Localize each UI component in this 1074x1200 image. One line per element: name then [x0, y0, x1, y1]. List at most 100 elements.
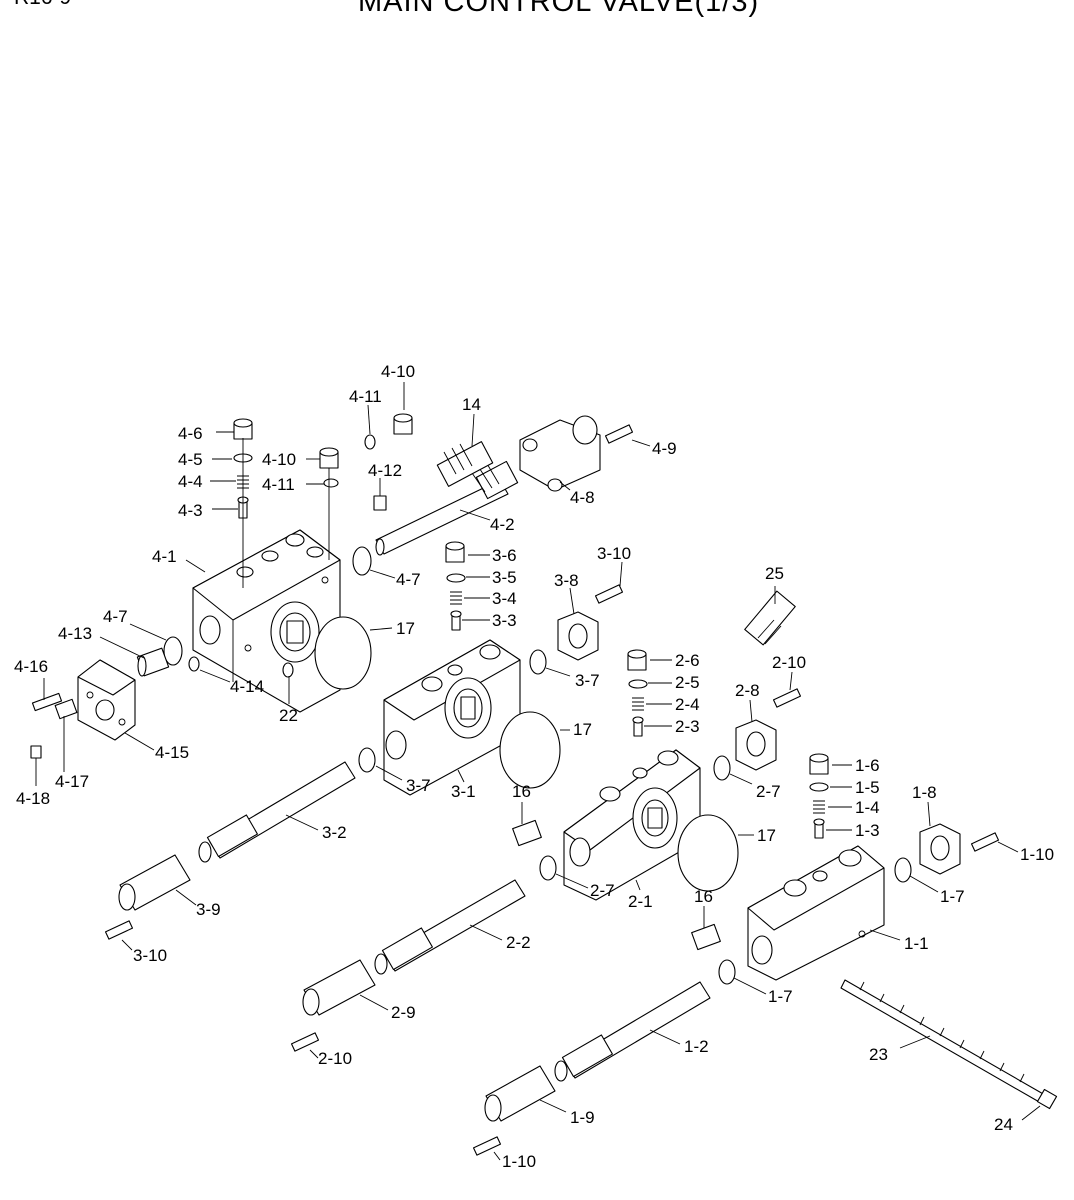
callout-1-7-left: 1-7	[768, 987, 793, 1006]
callout-3-2: 3-2	[322, 823, 347, 842]
cover-1-8	[919, 823, 961, 875]
tie-rod-23	[840, 979, 1046, 1104]
leader-lines	[35, 382, 1041, 1161]
valve-body-2-1	[563, 749, 701, 901]
o-ring-22	[282, 662, 294, 678]
callout-2-2: 2-2	[506, 933, 531, 952]
sleeve-4-13	[136, 647, 170, 677]
spring-3-4	[450, 591, 462, 605]
callout-3-8: 3-8	[554, 571, 579, 590]
callout-2-10-bottom: 2-10	[318, 1049, 352, 1068]
spool-2-2	[374, 879, 526, 975]
end-cover-4-15	[77, 659, 136, 741]
poppet-3-3	[450, 610, 462, 631]
callout-1-5: 1-5	[855, 778, 880, 797]
o-ring-2-7-left	[539, 855, 557, 881]
screw-1-10-bottom	[472, 1136, 502, 1156]
callout-1-1: 1-1	[904, 934, 929, 953]
callout-4-8: 4-8	[570, 488, 595, 507]
callout-2-8: 2-8	[735, 681, 760, 700]
callout-1-4: 1-4	[855, 798, 880, 817]
callout-16-a: 16	[512, 782, 531, 801]
gasket-17-b	[499, 711, 561, 789]
cap-25	[744, 590, 796, 646]
poppet-2-3	[632, 716, 644, 737]
page-title: MAIN CONTROL VALVE(1/3)	[358, 0, 760, 18]
o-ring-2-7-right	[713, 755, 731, 781]
poppet-1-3	[813, 818, 825, 839]
callout-4-2: 4-2	[490, 515, 515, 534]
callout-2-7-right: 2-7	[756, 782, 781, 801]
o-ring-4-7-right	[352, 546, 372, 576]
callout-3-7-right: 3-7	[575, 671, 600, 690]
screw-1-10-top	[970, 832, 1000, 852]
plug-2-6	[627, 649, 647, 671]
plug-3-6	[445, 541, 465, 563]
screw-3-10-top	[594, 584, 624, 604]
spool-1-2	[554, 981, 711, 1082]
spring-1-4	[813, 800, 825, 814]
callout-2-1: 2-1	[628, 892, 653, 911]
o-ring-3-5	[446, 573, 466, 583]
callout-1-10-bottom: 1-10	[502, 1152, 536, 1171]
callout-1-6: 1-6	[855, 756, 880, 775]
o-ring-2-5	[628, 679, 648, 689]
callout-4-14: 4-14	[230, 677, 264, 696]
callout-17-a: 17	[396, 619, 415, 638]
callout-4-13: 4-13	[58, 624, 92, 643]
gasket-17-c	[677, 814, 739, 892]
callout-2-4: 2-4	[675, 695, 700, 714]
callout-4-5: 4-5	[178, 450, 203, 469]
callout-3-10-top: 3-10	[597, 544, 631, 563]
callout-4-6: 4-6	[178, 424, 203, 443]
o-ring-1-7-left	[718, 959, 736, 985]
callout-17-b: 17	[573, 720, 592, 739]
callout-4-7-right: 4-7	[396, 570, 421, 589]
fitting-4-12	[373, 495, 387, 511]
cap-2-9	[302, 959, 376, 1016]
callout-23: 23	[869, 1045, 888, 1064]
callout-4-12: 4-12	[368, 461, 402, 480]
callout-4-15: 4-15	[155, 743, 189, 762]
callout-1-8: 1-8	[912, 783, 937, 802]
o-ring-4-11-top	[364, 434, 376, 450]
plug-4-6	[233, 418, 253, 440]
o-ring-1-7-right	[894, 857, 912, 883]
o-ring-4-14	[188, 656, 200, 672]
o-ring-3-7-left	[358, 747, 376, 773]
o-ring-4-11-mid	[323, 478, 339, 488]
callout-4-17: 4-17	[55, 772, 89, 791]
callout-22: 22	[279, 706, 298, 725]
callout-4-10-mid: 4-10	[262, 450, 296, 469]
callout-1-3: 1-3	[855, 821, 880, 840]
callout-4-10-top: 4-10	[381, 362, 415, 381]
callout-4-16: 4-16	[14, 657, 48, 676]
cover-3-8	[557, 611, 599, 661]
callout-24: 24	[994, 1115, 1013, 1134]
callout-25: 25	[765, 564, 784, 583]
callout-4-11-mid: 4-11	[262, 475, 295, 494]
callout-1-10-top: 1-10	[1020, 845, 1054, 864]
callout-2-9: 2-9	[391, 1003, 416, 1022]
o-ring-4-7-left	[163, 636, 183, 666]
screw-3-10-bottom	[104, 920, 134, 940]
plug-4-10-top	[393, 413, 413, 435]
callout-4-9: 4-9	[652, 439, 677, 458]
screw-4-9	[604, 424, 634, 444]
spool-4-2	[375, 460, 519, 556]
callout-3-9: 3-9	[196, 900, 221, 919]
bolt-4-16	[31, 692, 63, 712]
spring-2-4	[632, 697, 644, 711]
callout-2-6: 2-6	[675, 651, 700, 670]
callout-3-3: 3-3	[492, 611, 517, 630]
plug-4-17	[54, 698, 78, 720]
callout-2-5: 2-5	[675, 673, 700, 692]
plug-4-10-mid	[319, 447, 339, 469]
callout-3-4: 3-4	[492, 589, 517, 608]
cover-4-8	[519, 415, 601, 492]
callout-4-11-top: 4-11	[349, 387, 382, 406]
screw-2-10-bottom	[290, 1032, 320, 1052]
callout-4-7-left: 4-7	[103, 607, 128, 626]
callout-14: 14	[462, 395, 481, 414]
